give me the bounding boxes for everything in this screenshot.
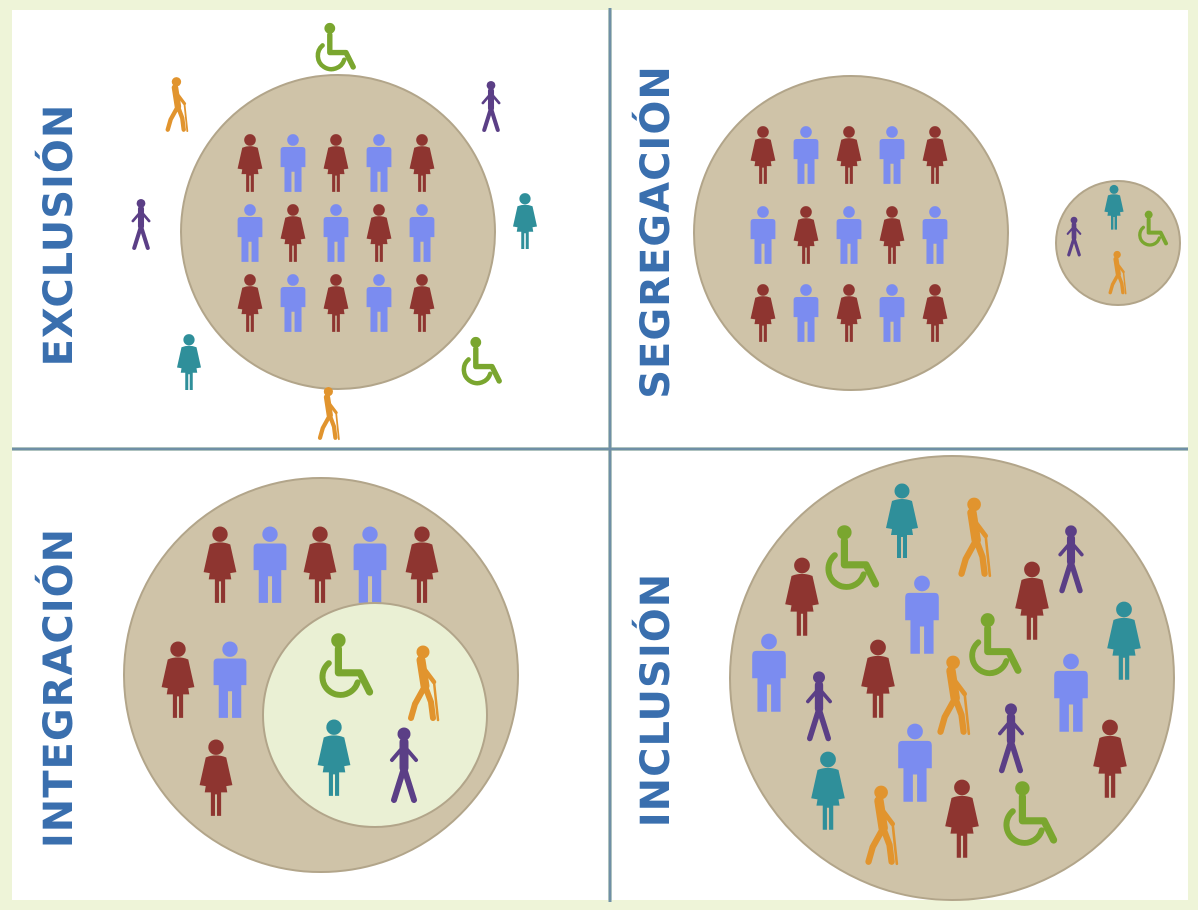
segregation-quadrant: SEGREGACIÓN bbox=[631, 65, 1181, 399]
integration-label: INTEGRACIÓN bbox=[34, 528, 82, 848]
exclusion-label: EXCLUSIÓN bbox=[34, 104, 82, 367]
exclusion-quadrant: EXCLUSIÓN bbox=[34, 23, 537, 439]
integration-inner-circle bbox=[262, 602, 488, 828]
inclusion-quadrant: INCLUSIÓN bbox=[631, 455, 1175, 901]
integration-quadrant: INTEGRACIÓN bbox=[34, 477, 519, 873]
segregation-label: SEGREGACIÓN bbox=[631, 65, 679, 399]
inclusion-label: INCLUSIÓN bbox=[631, 573, 679, 827]
